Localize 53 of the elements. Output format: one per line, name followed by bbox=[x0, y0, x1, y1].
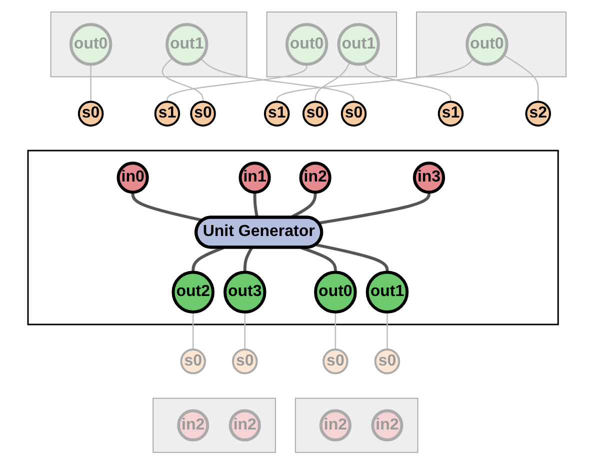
connector bbox=[254, 192, 260, 218]
node-circle: out0 bbox=[466, 22, 509, 66]
connector bbox=[387, 312, 388, 350]
connector bbox=[162, 57, 204, 102]
node-circle: s0 bbox=[232, 348, 258, 374]
node-circle: s1 bbox=[154, 100, 181, 126]
cluster bbox=[266, 11, 398, 78]
connector bbox=[90, 64, 92, 102]
connector bbox=[315, 62, 351, 102]
node-circle: s1 bbox=[438, 100, 464, 126]
node-circle: out3 bbox=[224, 270, 267, 314]
node-circle: s1 bbox=[264, 100, 290, 126]
node-circle: out2 bbox=[172, 270, 215, 314]
node-circle: s2 bbox=[526, 100, 552, 126]
connector bbox=[364, 63, 452, 102]
node-circle: s0 bbox=[374, 348, 401, 374]
node-circle: out0 bbox=[314, 270, 358, 314]
node-circle: in2 bbox=[178, 409, 210, 442]
cluster bbox=[153, 398, 276, 453]
node-circle: in2 bbox=[300, 161, 332, 194]
connector bbox=[132, 192, 204, 222]
cluster bbox=[295, 398, 419, 453]
cluster bbox=[50, 11, 248, 78]
node-circle: in0 bbox=[117, 161, 150, 194]
cluster bbox=[416, 11, 568, 78]
node-circle: s0 bbox=[78, 100, 104, 126]
connector bbox=[167, 64, 308, 102]
node-circle: in2 bbox=[320, 409, 352, 442]
connector bbox=[276, 58, 474, 102]
connector bbox=[244, 246, 254, 272]
connector bbox=[192, 312, 194, 350]
node-circle: s0 bbox=[323, 348, 349, 374]
connector bbox=[200, 58, 355, 102]
connector bbox=[318, 192, 431, 224]
node-circle: s0 bbox=[190, 100, 216, 126]
node-circle: s0 bbox=[341, 100, 368, 126]
node-circle: in1 bbox=[239, 161, 272, 194]
connector bbox=[244, 312, 246, 350]
node-circle: out0 bbox=[286, 22, 329, 66]
node-circle: in2 bbox=[372, 409, 404, 442]
node-circle: in3 bbox=[413, 161, 446, 194]
node-circle: s0 bbox=[302, 100, 329, 126]
node-circle: out1 bbox=[366, 270, 410, 314]
node-circle: in2 bbox=[229, 409, 262, 442]
node-circle: out1 bbox=[338, 22, 380, 66]
connector bbox=[335, 312, 337, 350]
connector bbox=[504, 54, 540, 102]
node-circle: out1 bbox=[166, 22, 209, 66]
node-circle: s0 bbox=[180, 348, 206, 374]
connector bbox=[301, 246, 338, 272]
node-circle: out0 bbox=[70, 22, 113, 66]
connector bbox=[316, 243, 390, 272]
cluster bbox=[28, 150, 560, 326]
